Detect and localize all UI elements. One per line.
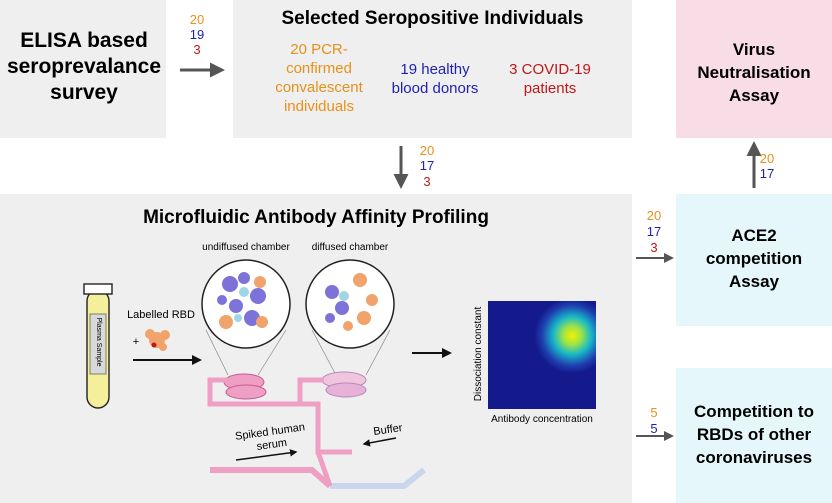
- diffused-label: diffused chamber: [311, 242, 389, 253]
- count-blue-corona: 5: [650, 421, 658, 436]
- count-orange-corona: 5: [650, 405, 658, 420]
- ace2-panel: [676, 194, 832, 326]
- count-red-ace2: 3: [650, 240, 658, 255]
- corona-panel: [676, 368, 832, 503]
- virus-title: Virus Neutralisation Assay: [697, 40, 811, 105]
- count-blue-elisa: 19: [189, 27, 205, 42]
- arrow-spiked: [235, 449, 298, 461]
- elisa-title: ELISA based seroprevalance survey: [6, 29, 162, 104]
- undiffused-label: undiffused chamber: [202, 242, 290, 253]
- count-orange-elisa: 20: [189, 12, 205, 27]
- rbd-molecule: [145, 329, 170, 351]
- ace2-title: ACE2 competition Assay: [705, 226, 803, 291]
- undiffused-chamber: [201, 259, 291, 376]
- group-orange-label: 20 PCR-confirmed convalescent individual…: [275, 41, 363, 115]
- count-blue-virus: 17: [759, 166, 775, 181]
- count-red-down: 3: [423, 174, 431, 189]
- count-orange-virus: 20: [759, 151, 775, 166]
- diffused-chamber: [305, 259, 395, 376]
- elisa-panel: [0, 0, 166, 138]
- corona-title: Competition to RBDs of other coronavirus…: [694, 402, 814, 467]
- heatmap: [488, 301, 596, 409]
- heatmap-y-label: Dissociation constant: [473, 306, 484, 402]
- group-blue-label: 19 healthy blood donors: [391, 61, 479, 97]
- microfluidic-chip: [207, 371, 426, 489]
- maap-title: Microfluidic Antibody Affinity Profiling: [143, 207, 489, 228]
- selected-title: Selected Seropositive Individuals: [281, 8, 584, 29]
- virus-panel: [676, 0, 832, 138]
- labelled-rbd-label: Labelled RBD: [127, 309, 195, 321]
- plasma-tube: [83, 283, 113, 409]
- heatmap-x-label: Antibody concentration: [491, 414, 593, 425]
- count-orange-down: 20: [419, 143, 435, 158]
- count-red-elisa: 3: [193, 42, 201, 57]
- plus-sign: +: [132, 336, 140, 348]
- count-orange-ace2: 20: [646, 208, 662, 223]
- tube-label: Plasma Sample: [95, 317, 102, 367]
- count-blue-ace2: 17: [646, 224, 662, 239]
- arrow-buffer: [362, 437, 397, 447]
- count-blue-down: 17: [419, 158, 435, 173]
- selected-panel: [233, 0, 632, 138]
- group-red-label: 3 COVID-19 patients: [509, 61, 591, 97]
